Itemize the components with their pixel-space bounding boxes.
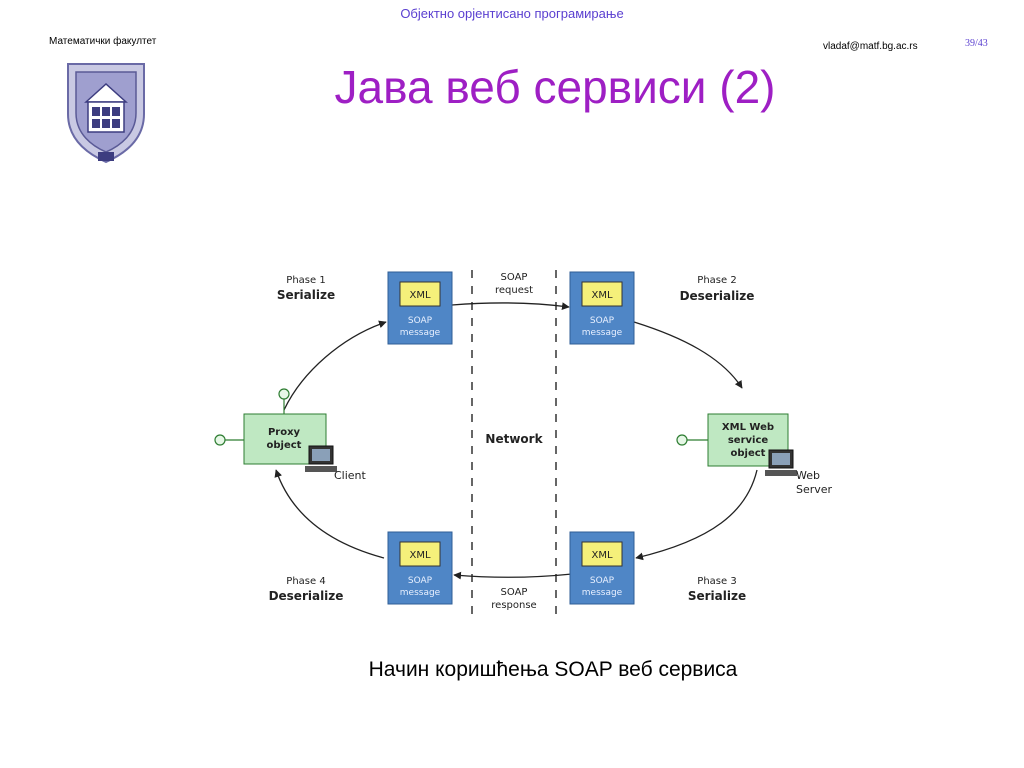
page-number: 39/43 [965, 38, 988, 49]
phase4-name: Deserialize [269, 589, 344, 603]
phase2-name: Deserialize [680, 289, 755, 303]
slide-title: Јава веб сервиси (2) [334, 61, 776, 113]
soap-workflow-diagram: Network SOAP request SOAP response Phase… [214, 270, 833, 617]
proxy-label-1: Proxy [268, 427, 301, 438]
service-label-1: XML Web [722, 422, 774, 433]
client-label: Client [334, 469, 367, 482]
arrow-phase4-to-proxy [274, 469, 385, 559]
network-label: Network [485, 432, 543, 446]
soap-message-label-1: SOAP [408, 576, 433, 586]
xml-label: XML [409, 290, 430, 301]
connector-icon [278, 388, 290, 400]
soap-message-label-1: SOAP [590, 316, 615, 326]
soap-message-box-phase4: XML SOAP message [387, 531, 453, 605]
arrow-proxy-to-phase1 [283, 320, 387, 411]
client-computer-icon [305, 445, 337, 472]
soap-message-box-phase2: XML SOAP message [569, 271, 635, 345]
xml-label: XML [409, 550, 430, 561]
soap-message-label-2: message [582, 328, 623, 338]
phase4-number: Phase 4 [286, 576, 325, 587]
soap-message-label-1: SOAP [590, 576, 615, 586]
author-email: vladaf@matf.bg.ac.rs [823, 41, 918, 52]
university-seal-icon [67, 63, 145, 164]
connector-icon [214, 434, 226, 446]
phase3-number: Phase 3 [697, 576, 736, 587]
phase2-number: Phase 2 [697, 275, 736, 286]
course-title: Објектно орјентисано програмирање [400, 6, 624, 21]
web-server-computer-icon [765, 449, 797, 476]
soap-request-label-2: request [495, 285, 533, 296]
arrow-service-to-phase3 [635, 469, 758, 561]
service-label-3: object [731, 448, 766, 459]
arrow-phase2-to-service [633, 321, 743, 389]
soap-message-label-2: message [400, 328, 441, 338]
soap-message-label-1: SOAP [408, 316, 433, 326]
arrow-request [451, 302, 570, 310]
soap-response-label-2: response [491, 600, 536, 611]
web-server-label-1: Web [796, 469, 820, 482]
web-server-label-2: Server [796, 483, 833, 496]
arrow-response [453, 571, 573, 580]
phase1-name: Serialize [277, 288, 335, 302]
connector-icon [676, 434, 688, 446]
soap-message-label-2: message [400, 588, 441, 598]
phase3-name: Serialize [688, 589, 746, 603]
soap-message-box-phase3: XML SOAP message [569, 531, 635, 605]
soap-response-label-1: SOAP [501, 587, 528, 598]
soap-message-label-2: message [582, 588, 623, 598]
proxy-label-2: object [267, 440, 302, 451]
phase1-number: Phase 1 [286, 275, 325, 286]
soap-request-label-1: SOAP [501, 272, 528, 283]
xml-label: XML [591, 550, 612, 561]
soap-message-box-phase1: XML SOAP message [387, 271, 453, 345]
xml-label: XML [591, 290, 612, 301]
faculty-name: Математички факултет [49, 36, 157, 47]
service-label-2: service [728, 435, 769, 446]
diagram-caption: Начин коришћења SOAP веб сервиса [368, 658, 738, 681]
